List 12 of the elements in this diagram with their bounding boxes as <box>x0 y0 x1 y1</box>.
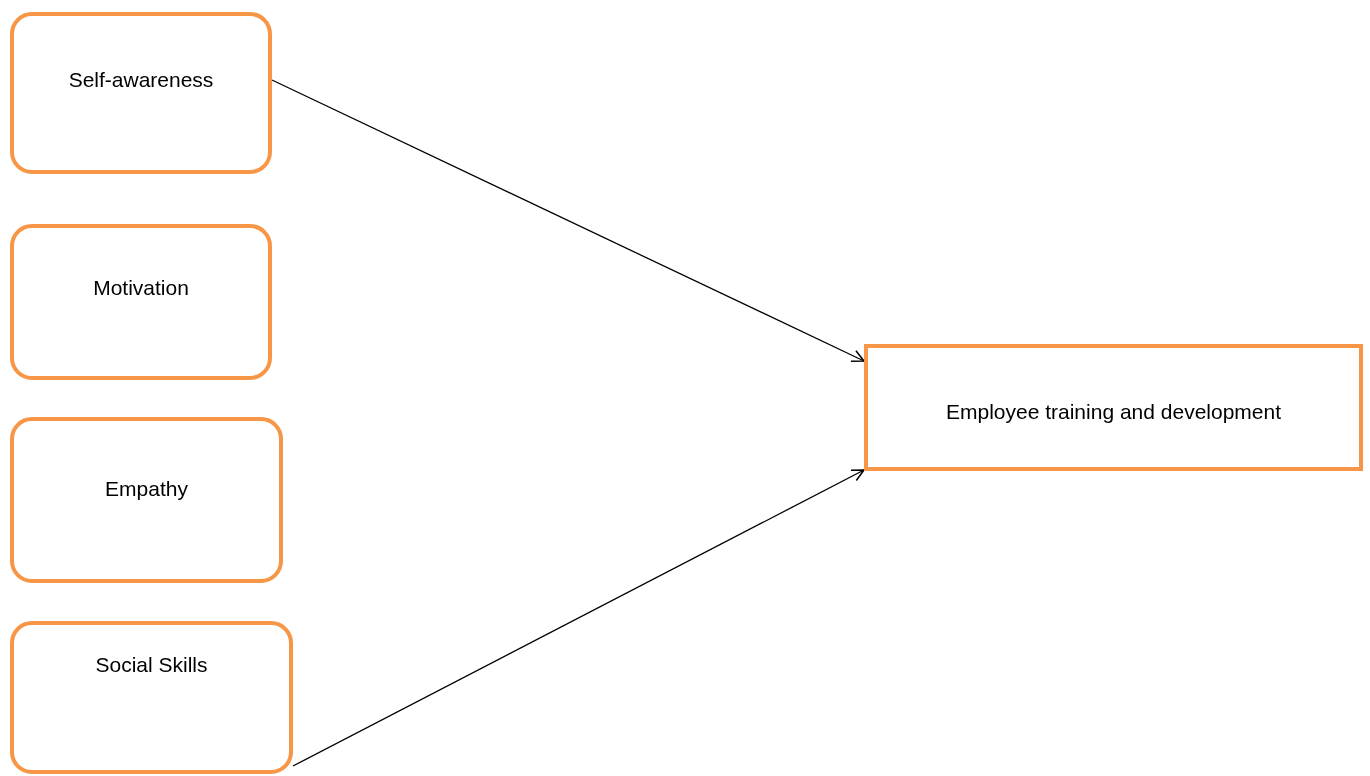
process-box <box>864 344 1363 471</box>
arrow <box>292 469 865 767</box>
box-label: Self-awareness <box>68 68 214 92</box>
box-label: Social Skills <box>95 653 208 677</box>
box-label: Motivation <box>93 276 189 300</box>
arrow <box>271 79 865 363</box>
process-box <box>10 621 293 774</box>
process-box <box>10 417 283 583</box>
process-box <box>10 224 272 380</box>
box-label: Employee training and development <box>945 400 1281 424</box>
process-box <box>10 12 272 174</box>
box-label: Empathy <box>105 477 188 501</box>
